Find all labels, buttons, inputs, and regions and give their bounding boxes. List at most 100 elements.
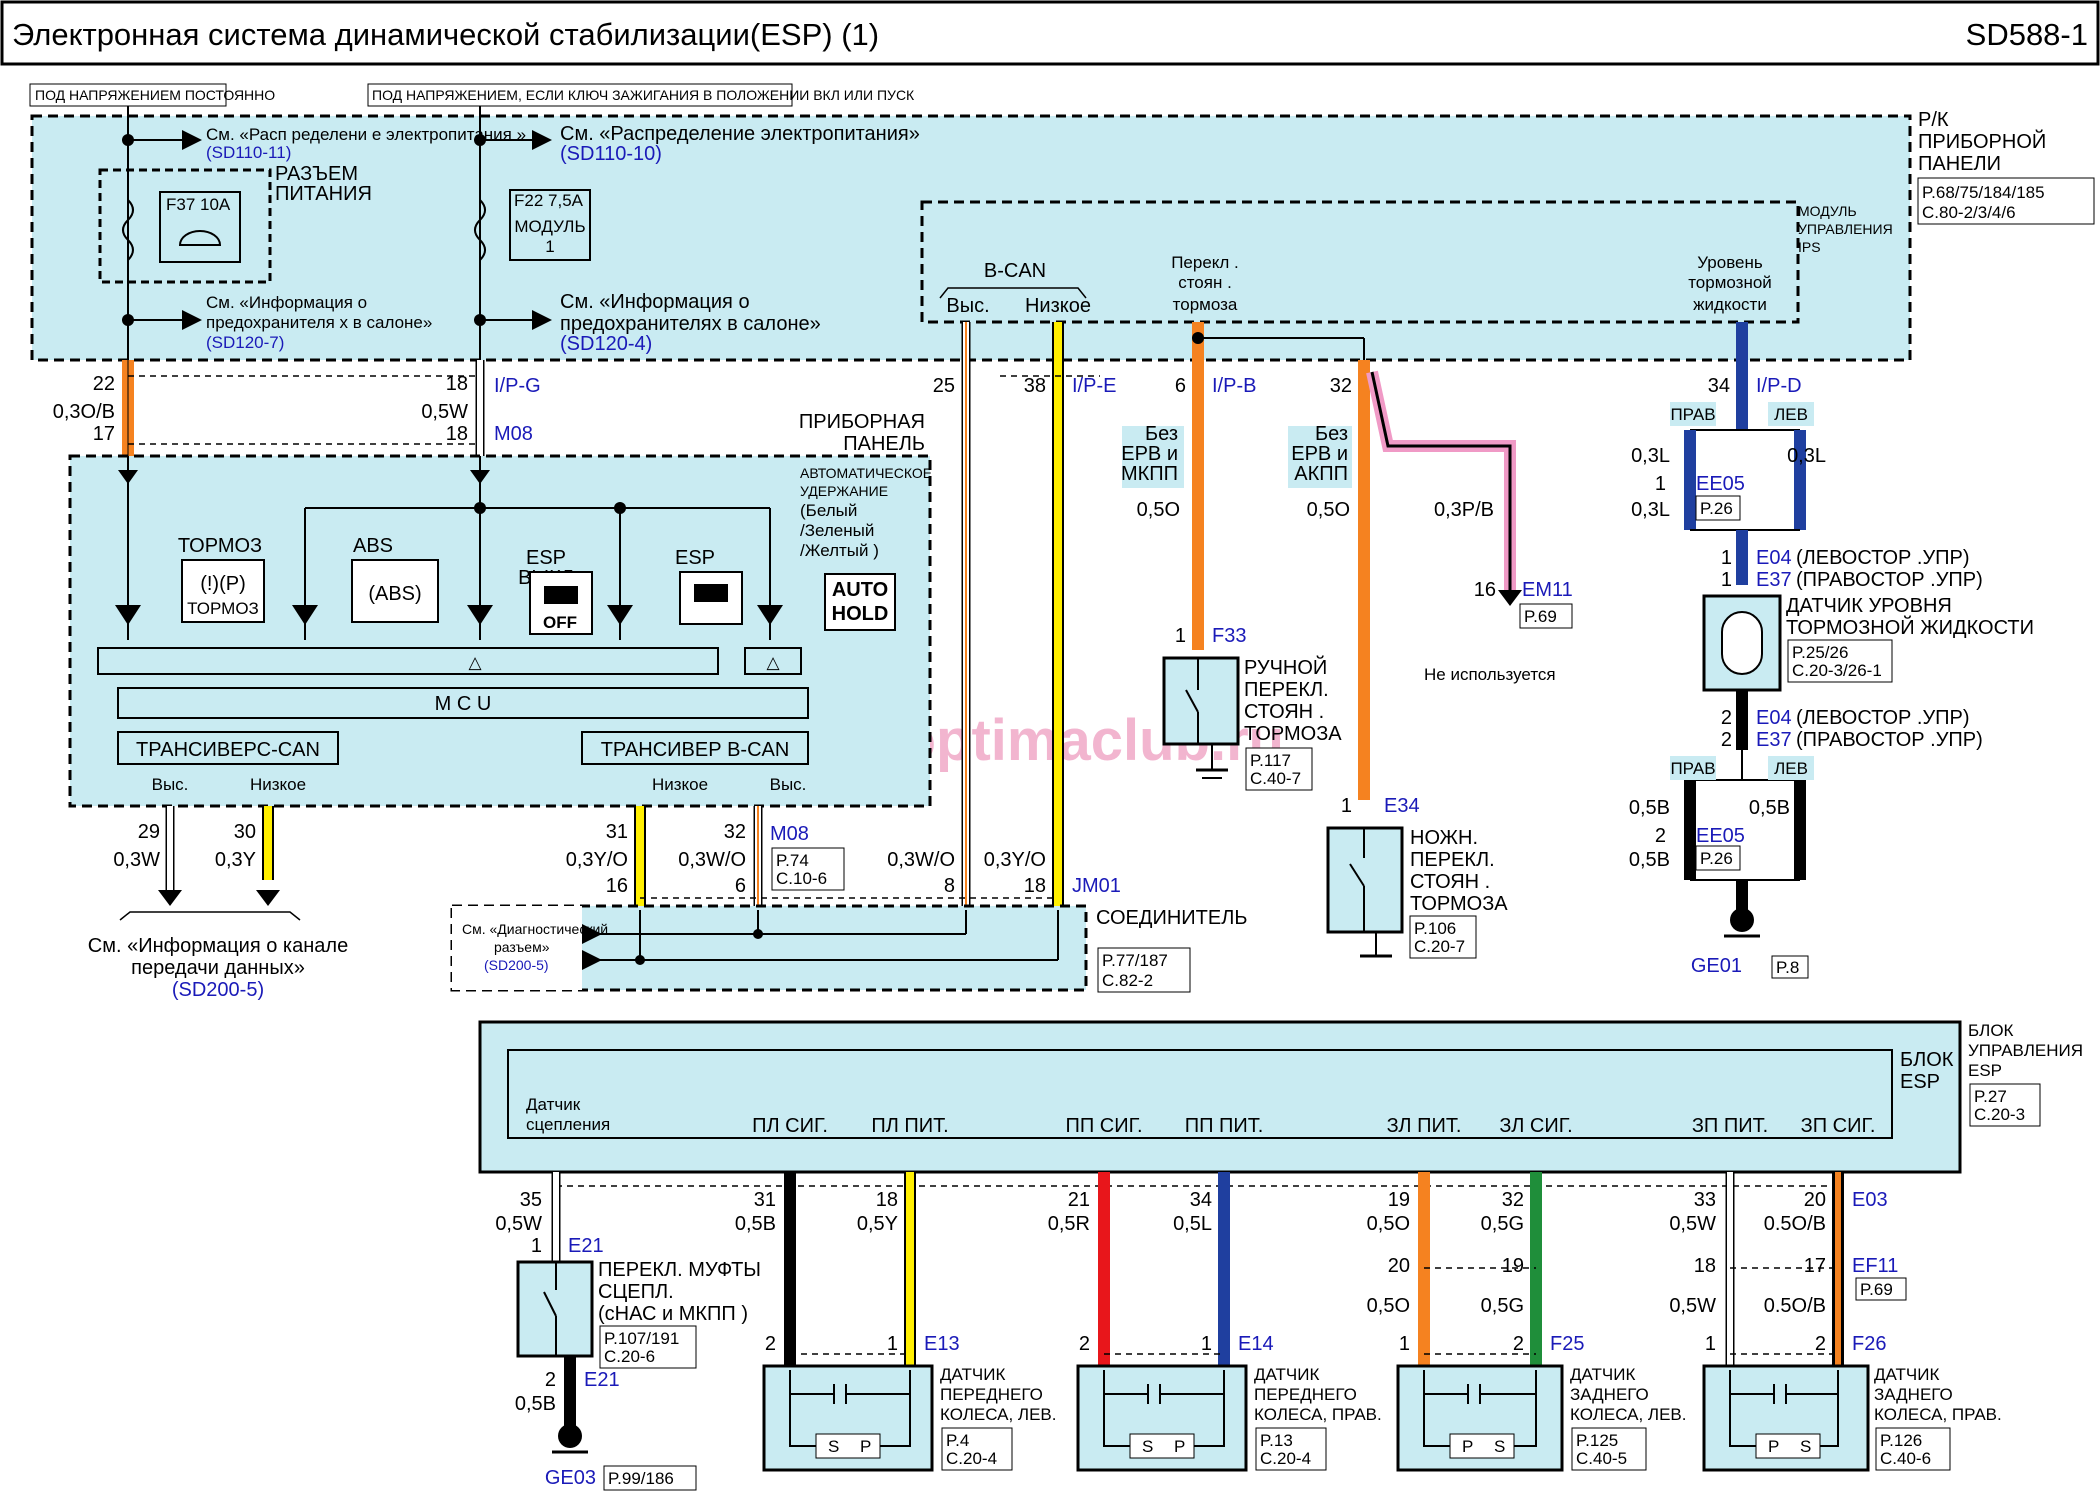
bcan-low-label: Низкое — [1025, 295, 1091, 317]
foot-brake-label-4: ТОРМОЗА — [1410, 893, 1508, 915]
conn-ip-g: I/P-G — [494, 375, 541, 397]
wire-rl-19: 0,5O — [1367, 1213, 1410, 1235]
pin-e21-2: 2 — [545, 1369, 556, 1391]
wire-park-1: 0,5O — [1137, 499, 1180, 521]
ref-power-dist-1: См. «Расп ределени е электропитания » — [206, 125, 526, 144]
conn-f33: F33 — [1212, 625, 1246, 647]
e37-desc: (ПРАВОСТОР .УПР) — [1796, 569, 1983, 591]
wire-park-3: 0,3P/B — [1434, 499, 1494, 521]
fuse-f37-label: F37 10A — [166, 195, 231, 214]
label-left-2: ЛЕВ — [1774, 759, 1808, 778]
wire-rr-20: 0.5O/B — [1764, 1213, 1826, 1235]
conn-em11: EM11 — [1522, 579, 1573, 601]
autohold-label-5: /Желтый ) — [800, 541, 879, 560]
wire-rr-20b: 0.5O/B — [1764, 1295, 1826, 1317]
junction-box-label: Р/К ПРИБОРНОЙ ПАНЕЛИ P.68/75/184/185 C.8… — [1917, 109, 2095, 225]
rl-ref-2: C.40-5 — [1576, 1449, 1627, 1468]
ips-park-1: Перекл . — [1171, 253, 1239, 272]
note-no-epb-1a: Без — [1145, 423, 1178, 445]
rr-label-2: ЗАДНЕГО — [1874, 1385, 1953, 1404]
razem-label-2: ПИТАНИЯ — [275, 183, 372, 205]
esp-off-car-icon — [544, 586, 578, 604]
conn-ef11: EF11 — [1852, 1255, 1898, 1277]
fl-label-1: ДАТЧИК — [940, 1365, 1005, 1384]
label-left-1: ЛЕВ — [1774, 405, 1808, 424]
power-feed-center: См. «Распределение электропитания» (SD11… — [474, 106, 920, 360]
pin-38: 38 — [1024, 375, 1046, 397]
led-esp-icon — [607, 605, 633, 625]
rl-label-1: ДАТЧИК — [1570, 1365, 1635, 1384]
fl-sensor-p: P — [860, 1437, 871, 1456]
ref-fuse-info-2b: предохранителях в салоне» — [560, 313, 821, 335]
wire-e21-2: 0,5B — [515, 1393, 556, 1415]
wire-rr-33b: 0,5W — [1669, 1295, 1716, 1317]
pin-31: 31 — [606, 821, 628, 843]
note-no-epb-1b: EPB и — [1121, 443, 1178, 465]
pin-18b: 18 — [446, 423, 468, 445]
header: Электронная система динамической стабили… — [0, 0, 2100, 66]
esp-fr-pwr: ПП ПИТ. — [1185, 1115, 1264, 1137]
rl-sensor-p: P — [1462, 1437, 1473, 1456]
ref-fuse-info-2-code: (SD120-4) — [560, 333, 652, 355]
clutch-label-3: (сНАС и МКПП ) — [598, 1303, 748, 1325]
cluster-label-2: ПАНЕЛЬ — [843, 433, 925, 455]
wire-park-2: 0,5O — [1307, 499, 1350, 521]
esp-rl-sig: ЗЛ СИГ. — [1499, 1115, 1572, 1137]
note-no-epb-2c: АКПП — [1294, 463, 1348, 485]
wire-lvl-b3: 0,5B — [1629, 849, 1670, 871]
esp-fl-sig: ПЛ СИГ. — [752, 1115, 828, 1137]
rl-sensor-icon — [1423, 1370, 1537, 1447]
fr-ref-2: C.20-4 — [1260, 1449, 1311, 1468]
level-sensor-label-1: ДАТЧИК УРОВНЯ — [1786, 595, 1952, 617]
wire-fr-34: 0,5L — [1173, 1213, 1212, 1235]
module-label-1: МОДУЛЬ — [514, 217, 585, 236]
wire-rl-32: 0,5G — [1481, 1213, 1524, 1235]
power-feed-left: См. «Расп ределени е электропитания » (S… — [98, 106, 526, 360]
fl-ref-1: P.4 — [946, 1431, 969, 1450]
power-connector-box — [98, 168, 272, 284]
pin-8: 8 — [944, 875, 955, 897]
pin-em11: 16 — [1474, 579, 1496, 601]
diag-label-1: См. «Диагностический — [462, 921, 608, 937]
esp-unit-ref-2: C.20-3 — [1974, 1105, 2025, 1124]
esp-unit-label-2: УПРАВЛЕНИЯ — [1968, 1041, 2083, 1060]
hand-brake-label-2: ПЕРЕКЛ. — [1244, 679, 1329, 701]
lamp-icon — [178, 230, 222, 246]
ref-fuse-info-1-code: (SD120-7) — [206, 333, 284, 352]
note-no-epb-2b: EPB и — [1291, 443, 1348, 465]
pin-rl-19b: 19 — [1502, 1255, 1524, 1277]
pin-30: 30 — [234, 821, 256, 843]
note-no-epb-2a: Без — [1315, 423, 1348, 445]
rr-ref-1: P.126 — [1880, 1431, 1922, 1450]
pin-fl-1: 1 — [887, 1333, 898, 1355]
fr-label-1: ДАТЧИК — [1254, 1365, 1319, 1384]
e37b-desc: (ПРАВОСТОР .УПР) — [1796, 729, 1983, 751]
pin-22: 22 — [93, 373, 115, 395]
pin-16: 16 — [606, 875, 628, 897]
pin-rl-2: 2 — [1513, 1333, 1524, 1355]
esp-off-text: OFF — [543, 613, 577, 632]
level-sensor-ref-2: C.20-3/26-1 — [1792, 661, 1882, 680]
esp-fl-pwr: ПЛ ПИТ. — [871, 1115, 948, 1137]
transceiver-can-label: ТРАНСИВЕРС-CAN — [136, 739, 320, 761]
ref-fuse-info-1b: предохранителя х в салоне» — [206, 313, 432, 332]
esp-lamp-label: ESP — [675, 547, 715, 569]
hand-brake-label-1: РУЧНОЙ — [1244, 655, 1327, 679]
conn-ge03: GE03 — [545, 1467, 596, 1489]
hand-brake-ref-1: P.117 — [1250, 751, 1291, 770]
wire-22: 0,3O/B — [53, 401, 115, 423]
cluster-label-1: ПРИБОРНАЯ — [799, 411, 925, 433]
connector-label: СОЕДИНИТЕЛЬ — [1096, 907, 1247, 929]
fuse-f37-icon — [122, 199, 134, 261]
led-espoff-icon — [467, 605, 493, 625]
clutch-switch-icon — [543, 1291, 557, 1317]
rr-sensor-p: P — [1768, 1437, 1779, 1456]
autohold-label-2: УДЕРЖАНИЕ — [800, 483, 888, 499]
esp-rr-pwr: ЗП ПИТ. — [1692, 1115, 1768, 1137]
pin-rl-19: 19 — [1388, 1189, 1410, 1211]
level-sensor-icon — [1721, 611, 1763, 675]
ref-power-dist-1-code: (SD110-11) — [206, 143, 291, 162]
pin-rl-20: 20 — [1388, 1255, 1410, 1277]
foot-brake-label-3: СТОЯН . — [1410, 871, 1490, 893]
const-power-label: ПОД НАПРЯЖЕНИЕМ ПОСТОЯННО — [35, 87, 275, 103]
